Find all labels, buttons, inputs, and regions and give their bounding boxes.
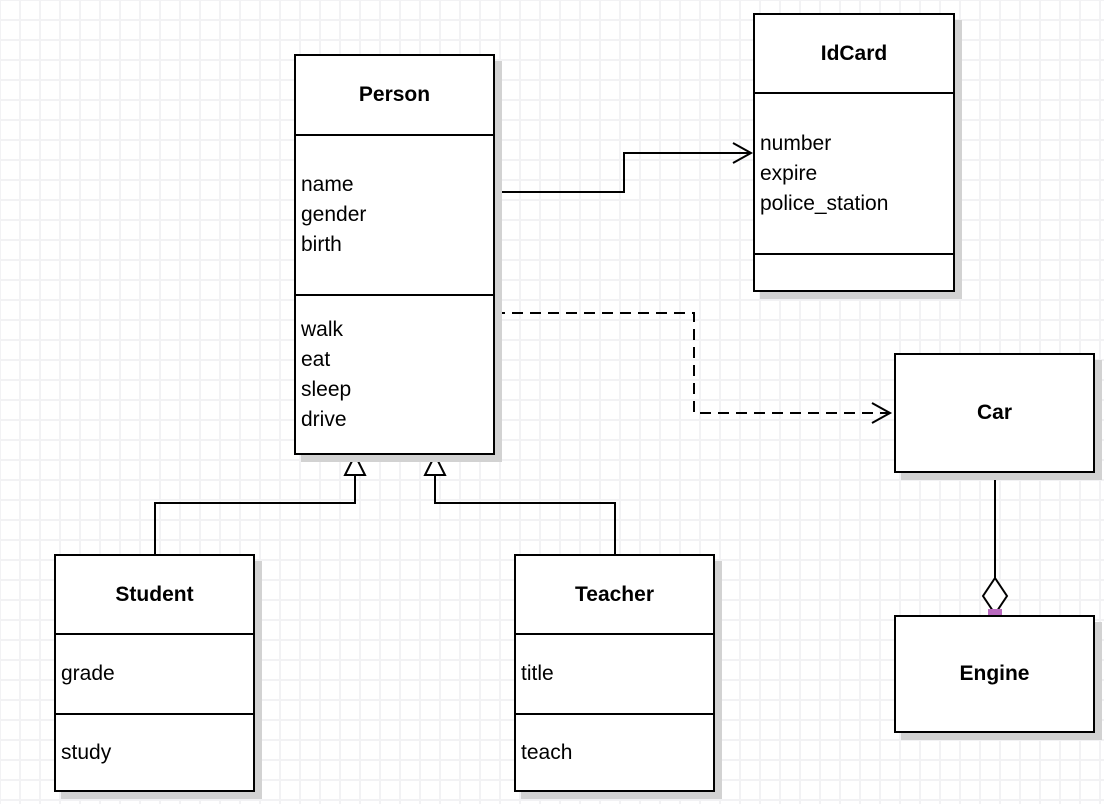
class-idcard-title: IdCard: [820, 41, 888, 65]
hollow-diamond-icon: [981, 576, 1009, 616]
attribute: number: [760, 131, 832, 155]
class-engine[interactable]: Engine: [894, 615, 1095, 733]
association-person-idcard[interactable]: [494, 142, 754, 193]
open-arrow-icon: [871, 402, 893, 424]
generalization-teacher-person[interactable]: [423, 452, 616, 554]
class-idcard[interactable]: IdCard number expire police_station: [753, 13, 955, 292]
aggregation-car-engine[interactable]: [981, 466, 1009, 623]
class-teacher-attributes: title: [516, 633, 713, 713]
method: walk: [301, 317, 344, 341]
class-idcard-attributes: number expire police_station: [755, 92, 953, 253]
method: eat: [301, 347, 331, 371]
hollow-triangle-icon: [423, 452, 447, 476]
dependency-person-car[interactable]: [494, 312, 893, 424]
method: drive: [301, 407, 347, 431]
class-idcard-methods: [755, 253, 953, 290]
class-car[interactable]: Car: [894, 353, 1095, 473]
attribute: birth: [301, 233, 342, 256]
class-teacher[interactable]: Teacher title teach: [514, 554, 715, 792]
class-car-title: Car: [976, 401, 1013, 424]
association-line: [494, 152, 750, 193]
attribute: police_station: [760, 191, 889, 215]
attribute: gender: [301, 203, 367, 226]
generalization-student-person[interactable]: [154, 452, 367, 554]
method: study: [61, 740, 112, 764]
attribute: title: [521, 662, 554, 685]
generalization-line: [154, 476, 356, 554]
attribute: expire: [760, 161, 818, 185]
class-student[interactable]: Student grade study: [54, 554, 255, 792]
class-student-attributes: grade: [56, 633, 253, 713]
class-person[interactable]: Person name gender birth walk eat sleep …: [294, 54, 495, 455]
attribute: grade: [61, 662, 115, 685]
class-person-attributes: name gender birth: [296, 134, 493, 294]
class-student-title: Student: [115, 582, 194, 606]
method: teach: [521, 740, 573, 764]
method: sleep: [301, 377, 352, 401]
dependency-line: [494, 312, 888, 414]
open-arrow-icon: [732, 142, 754, 164]
class-student-methods: study: [56, 713, 253, 790]
class-person-title: Person: [358, 83, 431, 106]
class-engine-title: Engine: [959, 662, 1030, 685]
generalization-line: [434, 476, 616, 554]
hollow-triangle-icon: [343, 452, 367, 476]
attribute: name: [301, 173, 354, 196]
class-teacher-methods: teach: [516, 713, 713, 790]
class-person-methods: walk eat sleep drive: [296, 294, 493, 453]
class-teacher-title: Teacher: [575, 582, 654, 606]
